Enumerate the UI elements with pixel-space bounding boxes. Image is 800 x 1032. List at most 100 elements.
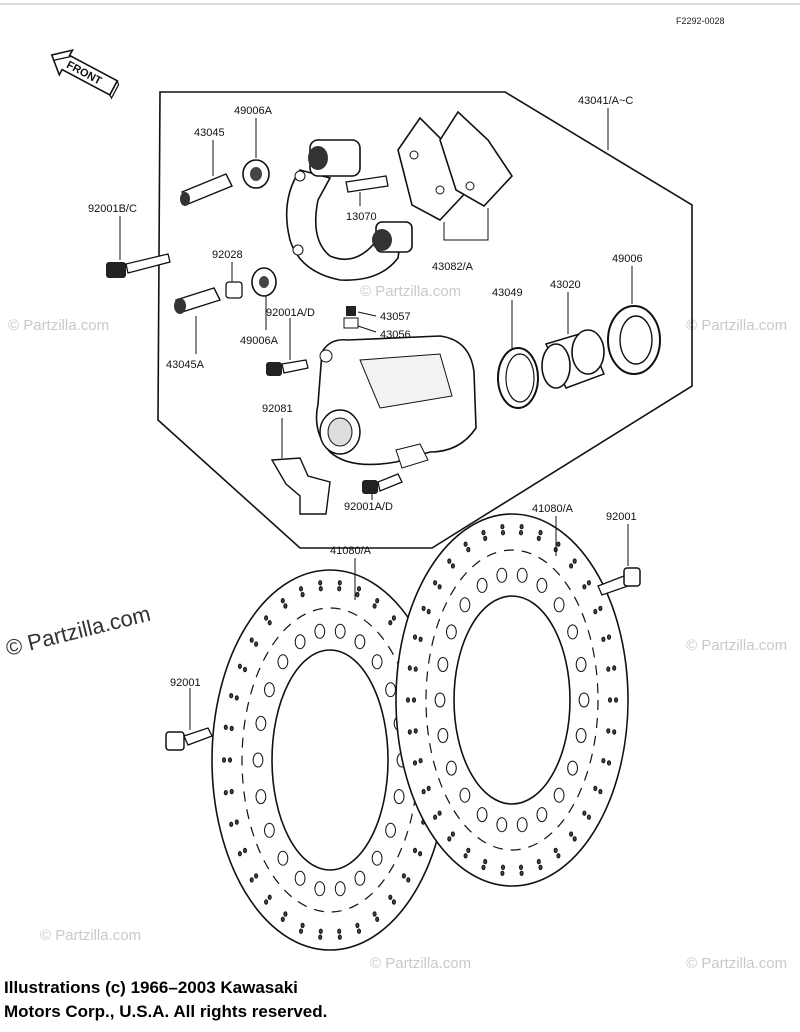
disc-hole <box>277 654 289 670</box>
clip-13070 <box>345 175 389 206</box>
label-92001ad-bottom: 92001A/D <box>344 501 393 513</box>
disc-hole <box>413 728 418 734</box>
disc-hole <box>267 894 272 900</box>
disc-hole <box>388 620 393 626</box>
disc-hole <box>463 853 468 859</box>
label-43057: 43057 <box>380 311 411 323</box>
disc-hole <box>572 558 577 564</box>
disc-hole <box>556 541 561 547</box>
disc-hole <box>421 605 426 612</box>
disc-hole <box>412 847 418 854</box>
watermark-right-lower: © Partzilla.com <box>686 955 787 972</box>
disc-hole <box>385 682 397 698</box>
disc-hole <box>412 634 418 640</box>
disc-hole <box>437 657 449 672</box>
disc-hole <box>249 877 254 883</box>
watermark-center-upper: © Partzilla.com <box>360 283 461 300</box>
disc-hole <box>314 623 326 639</box>
disc-hole <box>466 546 471 553</box>
disc-hole <box>234 695 239 701</box>
boot-49006a-bottom <box>251 267 277 330</box>
label-41080a-left: 41080/A <box>330 545 372 557</box>
disc-hole <box>500 524 505 530</box>
disc-hole <box>318 586 323 592</box>
disc-hole <box>393 789 405 805</box>
disc-hole <box>569 831 574 837</box>
watermark-group: © Partzilla.com © Partzilla.com © Partzi… <box>3 283 787 972</box>
disc-hole <box>255 715 267 731</box>
disc-hole <box>606 760 612 766</box>
disc-hole <box>553 597 565 613</box>
disc-hole <box>413 666 418 672</box>
label-43049: 43049 <box>492 287 523 299</box>
disc-hole <box>567 760 578 776</box>
disc-hole <box>223 790 228 796</box>
disc-hole <box>337 580 342 586</box>
disc-hole <box>446 760 457 776</box>
disc-hole <box>567 624 578 640</box>
disc-hole <box>553 787 565 803</box>
disc-hole <box>553 847 558 854</box>
disc-hole <box>237 663 242 669</box>
bolt-92001ad-top <box>266 318 309 376</box>
disc-hole <box>518 530 524 536</box>
label-43045: 43045 <box>194 127 225 139</box>
disc-hole <box>586 580 591 586</box>
label-49006a-top: 49006A <box>234 105 273 117</box>
bolt-92001bc <box>106 216 171 278</box>
watermark-left-big: © Partzilla.com <box>3 601 153 661</box>
label-92028: 92028 <box>212 249 243 261</box>
disc-hole <box>500 864 506 870</box>
disc-hole <box>593 785 598 792</box>
brake-disc-right <box>395 513 629 887</box>
disc-hole <box>283 603 288 609</box>
disc-hole <box>500 530 506 536</box>
dust-seal-49006 <box>607 266 661 375</box>
disc-hole <box>407 729 412 735</box>
spring-clip-92081 <box>270 418 331 515</box>
disc-hole <box>536 807 548 823</box>
label-43045a: 43045A <box>166 359 205 371</box>
copyright-notice: Illustrations (c) 1966–2003 Kawasaki Mot… <box>4 976 327 1024</box>
disc-hole <box>582 810 587 816</box>
label-92001bc: 92001B/C <box>88 203 137 215</box>
disc-hole <box>434 692 446 708</box>
disc-hole <box>412 760 418 766</box>
disc-hole <box>556 853 561 859</box>
disc-hole <box>450 831 455 837</box>
label-49006: 49006 <box>612 253 643 265</box>
disc-hole <box>237 851 242 857</box>
disc-hole <box>229 788 234 795</box>
disc-hole <box>356 928 362 934</box>
disc-hole <box>463 541 468 547</box>
disc-hole <box>518 864 524 870</box>
disc-hole <box>372 911 377 917</box>
disc-hole <box>337 928 342 934</box>
disc-hole <box>355 591 360 598</box>
disc-hole <box>252 752 264 768</box>
disc-hole <box>337 586 342 592</box>
disc-hole <box>433 814 438 820</box>
disc-hole <box>538 529 543 536</box>
disc-hole <box>221 757 227 763</box>
disc-hole <box>426 608 431 615</box>
bushing-92028 <box>225 262 243 299</box>
piston-43020 <box>541 292 606 389</box>
part-labels: 43041/A~C 49006A 43045 92001B/C 13070 43… <box>88 95 643 689</box>
watermark-left-upper: © Partzilla.com <box>8 317 109 334</box>
disc-hole <box>229 725 234 732</box>
disc-hole <box>371 850 383 866</box>
disc-hole <box>598 788 603 795</box>
disc-hole <box>536 535 541 542</box>
disc-hole <box>264 615 269 621</box>
disc-hole <box>433 580 438 586</box>
disc-hole <box>593 608 598 615</box>
disc-hole <box>300 922 305 929</box>
disc-hole <box>298 928 304 934</box>
disc-hole <box>598 605 603 612</box>
disc-hole <box>283 911 288 917</box>
disc-hole <box>536 577 548 593</box>
disc-hole <box>264 899 269 905</box>
disc-hole <box>437 810 442 816</box>
